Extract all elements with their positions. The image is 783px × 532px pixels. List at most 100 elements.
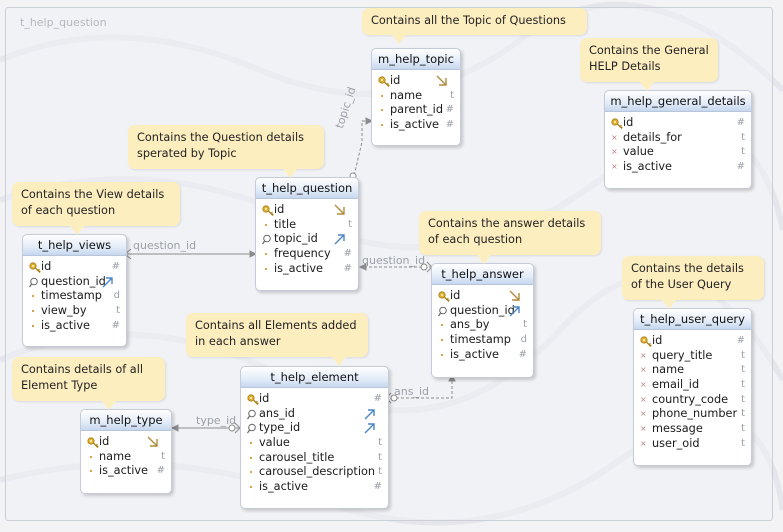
nullable-marker-icon: × [640, 365, 647, 375]
note-text: Contains the General HELP Details [589, 44, 709, 73]
column-row[interactable]: id# [23, 260, 126, 275]
column-row[interactable]: id [81, 435, 171, 450]
note-answer[interactable]: Contains the answer details of each ques… [419, 211, 601, 264]
column-name: type_id [259, 421, 301, 435]
column-row[interactable]: is_active# [241, 480, 388, 495]
column-row[interactable]: type_id [241, 421, 388, 436]
column-type: # [736, 335, 745, 346]
note-type[interactable]: Contains details of all Element Type [12, 357, 165, 410]
primary-key-icon [609, 116, 623, 130]
column-marker-icon [436, 333, 449, 347]
column-row[interactable]: ×is_active# [605, 160, 751, 175]
relation-out-icon [436, 75, 448, 92]
column-type: # [445, 119, 454, 131]
table-title: m_help_type [81, 410, 171, 431]
column-row[interactable]: is_active# [432, 348, 533, 363]
column-marker-icon [436, 348, 449, 362]
column-row[interactable]: is_active# [23, 319, 126, 334]
column-row[interactable]: is_active # [81, 464, 171, 479]
table-title: t_help_element [241, 367, 388, 388]
column-row[interactable]: × name t [634, 363, 751, 378]
column-type: t [741, 349, 745, 361]
relation-label-type-id: type_id [196, 414, 237, 427]
relation-in-icon [334, 233, 346, 250]
relation-in-icon [102, 276, 114, 293]
column-type: t [378, 466, 382, 478]
column-type: # [111, 319, 120, 331]
column-name: carousel_title [259, 450, 335, 464]
column-row[interactable]: id# [241, 392, 388, 407]
note-element[interactable]: Contains all Elements added in each answ… [186, 313, 368, 366]
column-type: t [741, 423, 745, 435]
column-row[interactable]: id [256, 203, 358, 218]
column-row[interactable]: parent_id# [372, 103, 460, 118]
column-type: t [378, 451, 382, 463]
column-name: timestamp [41, 289, 102, 303]
column-row[interactable]: frequency# [256, 247, 358, 262]
nullable-marker-icon: × [640, 394, 647, 404]
column-name: ans_by [450, 318, 490, 332]
column-type: # [156, 465, 165, 477]
primary-key-icon [260, 203, 274, 217]
note-topic[interactable]: Contains all the Topic of Questions [362, 8, 587, 44]
column-row[interactable]: topic_id [256, 232, 358, 247]
column-name: is_active [99, 464, 149, 478]
relation-label-question-id-answer: question_id [362, 254, 426, 267]
column-row[interactable]: ans_id [241, 407, 388, 422]
column-type: t [741, 364, 745, 376]
column-row[interactable]: id# [605, 116, 751, 131]
column-row[interactable]: question_id [432, 304, 533, 319]
column-marker-icon [245, 465, 258, 479]
note-general[interactable]: Contains the General HELP Details [580, 38, 718, 91]
column-row[interactable]: id# [634, 334, 751, 349]
column-row[interactable]: id [432, 289, 533, 304]
column-row[interactable]: is_active# [256, 262, 358, 277]
note-text: Contains all Elements added in each answ… [195, 319, 357, 348]
column-name: country_code [652, 392, 729, 406]
note-text: Contains the answer details of each ques… [428, 217, 586, 246]
column-row[interactable]: question_id [23, 275, 126, 290]
column-name: view_by [41, 304, 87, 318]
column-type: t [741, 146, 745, 158]
column-name: is_active [259, 480, 309, 494]
column-type: # [111, 261, 120, 272]
foreign-key-icon [436, 304, 449, 318]
nullable-marker-icon: × [640, 350, 647, 360]
column-name: name [652, 363, 685, 377]
column-row[interactable]: carousel_title t [241, 451, 388, 466]
column-row[interactable]: is_active# [372, 118, 460, 133]
note-views[interactable]: Contains the View details of each questi… [12, 182, 180, 235]
column-type: d [520, 334, 527, 346]
nullable-marker-icon: × [611, 132, 618, 142]
note-user-query[interactable]: Contains the details of the User Query [622, 256, 764, 309]
note-question[interactable]: Contains the Question details sperated b… [128, 125, 324, 178]
column-row[interactable]: id [372, 74, 460, 89]
